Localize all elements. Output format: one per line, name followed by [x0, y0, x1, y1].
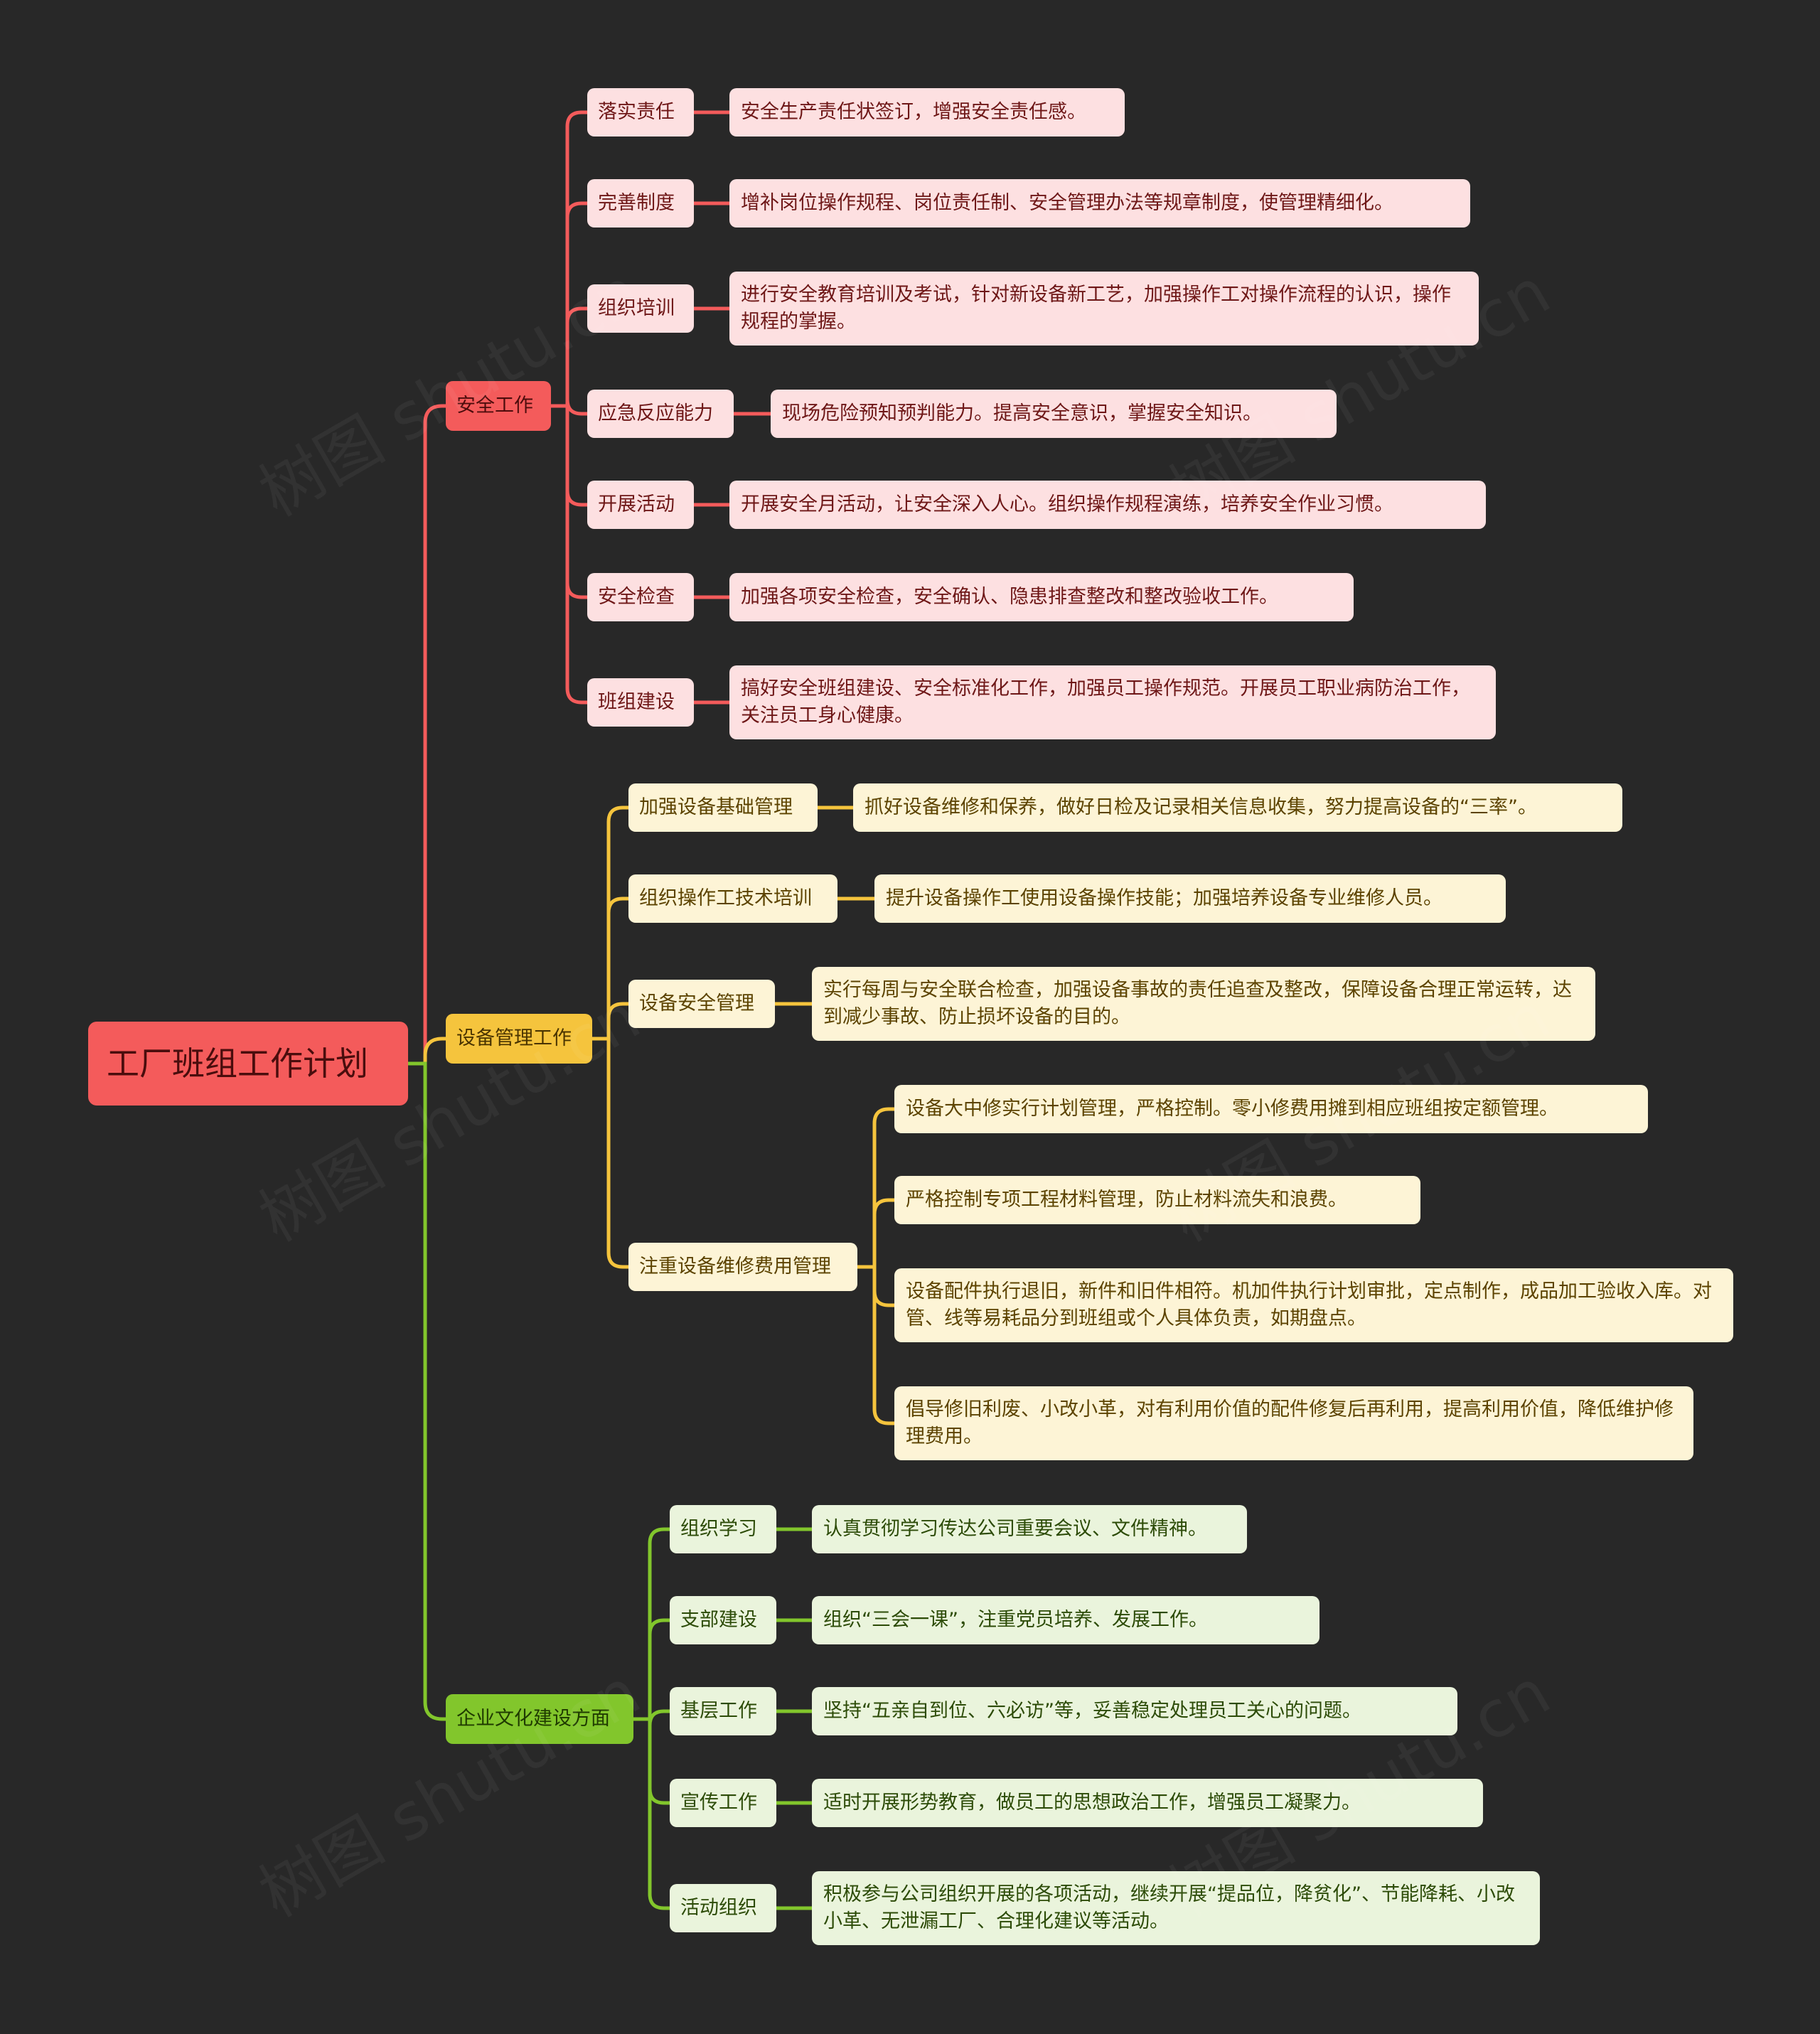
topic-3-5[interactable]: 活动组织	[670, 1884, 776, 1932]
branch-3-label: 企业文化建设方面	[456, 1708, 610, 1730]
detail-2-2-1-label: 提升设备操作工使用设备操作技能；加强培养设备专业维修人员。	[886, 887, 1442, 909]
topic-3-5-label: 活动组织	[680, 1897, 757, 1919]
detail-1-3-1: 进行安全教育培训及考试，针对新设备新工艺，加强操作工对操作流程的认识，操作规程的…	[729, 272, 1479, 346]
detail-2-1-1: 抓好设备维修和保养，做好日检及记录相关信息收集，努力提高设备的“三率”。	[853, 783, 1622, 832]
detail-3-5-1-label: 积极参与公司组织开展的各项活动，继续开展“提品位，降贫化”、节能降耗、小改小革、…	[823, 1883, 1515, 1932]
topic-3-3[interactable]: 基层工作	[670, 1687, 776, 1735]
branch-to-topic-2-2	[590, 896, 631, 1041]
topic-1-4-label: 应急反应能力	[598, 402, 713, 424]
detail-2-4-4-label: 倡导修旧利废、小改小革，对有利用价值的配件修复后再利用，提高利用价值，降低维护修…	[906, 1398, 1674, 1447]
branch-to-topic-2-3	[590, 1002, 631, 1041]
branch-to-topic-3-5	[631, 1717, 672, 1910]
detail-1-5-1: 开展安全月活动，让安全深入人心。组织操作规程演练，培养安全作业习惯。	[729, 481, 1486, 529]
branch-1[interactable]: 安全工作	[446, 381, 551, 431]
detail-2-4-3: 设备配件执行退旧，新件和旧件相符。机加件执行计划审批，定点制作，成品加工验收入库…	[894, 1268, 1733, 1342]
detail-1-6-1-label: 加强各项安全检查，安全确认、隐患排查整改和整改验收工作。	[741, 586, 1278, 608]
topic-1-3-label: 组织培训	[598, 297, 675, 319]
detail-1-7-1: 搞好安全班组建设、安全标准化工作，加强员工操作规范。开展员工职业病防治工作，关注…	[729, 665, 1496, 739]
detail-2-4-3-label: 设备配件执行退旧，新件和旧件相符。机加件执行计划审批，定点制作，成品加工验收入库…	[906, 1280, 1712, 1329]
branch-3[interactable]: 企业文化建设方面	[446, 1694, 633, 1744]
topic-1-1-label: 落实责任	[598, 101, 675, 123]
branch-to-topic-2-1	[590, 805, 631, 1041]
topic-3-2-label: 支部建设	[680, 1609, 757, 1631]
detail-3-5-1: 积极参与公司组织开展的各项活动，继续开展“提品位，降贫化”、节能降耗、小改小革、…	[812, 1871, 1540, 1945]
branch-to-topic-1-2	[549, 201, 589, 408]
topic-to-detail-2-4-2	[855, 1198, 896, 1269]
branch-1-label: 安全工作	[456, 395, 533, 417]
detail-3-2-1-label: 组织“三会一课”，注重党员培养、发展工作。	[823, 1609, 1208, 1631]
detail-1-4-1: 现场危险预知预判能力。提高安全意识，掌握安全知识。	[771, 390, 1337, 438]
topic-2-3[interactable]: 设备安全管理	[628, 980, 775, 1028]
detail-2-4-1-label: 设备大中修实行计划管理，严格控制。零小修费用摊到相应班组按定额管理。	[906, 1098, 1558, 1120]
branch-to-topic-3-2	[631, 1618, 672, 1721]
branch-to-topic-1-4	[549, 399, 589, 416]
branch-to-topic-3-1	[631, 1527, 672, 1721]
branch-to-topic-2-4	[590, 1037, 631, 1269]
branch-to-topic-1-3	[549, 306, 589, 408]
topic-1-2[interactable]: 完善制度	[587, 179, 694, 228]
detail-2-3-1: 实行每周与安全联合检查，加强设备事故的责任追查及整改，保障设备合理正常运转，达到…	[812, 967, 1595, 1041]
root-label: 工厂班组工作计划	[107, 1044, 368, 1083]
detail-1-6-1: 加强各项安全检查，安全确认、隐患排查整改和整改验收工作。	[729, 573, 1354, 621]
detail-3-4-1: 适时开展形势教育，做员工的思想政治工作，增强员工凝聚力。	[812, 1779, 1483, 1827]
branch-to-topic-1-1	[549, 110, 589, 408]
detail-1-7-1-label: 搞好安全班组建设、安全标准化工作，加强员工操作规范。开展员工职业病防治工作，关注…	[741, 678, 1470, 727]
detail-2-4-2: 严格控制专项工程材料管理，防止材料流失和浪费。	[894, 1176, 1420, 1224]
topic-1-7[interactable]: 班组建设	[587, 678, 694, 727]
topic-2-1-label: 加强设备基础管理	[639, 796, 793, 818]
branch-2-label: 设备管理工作	[456, 1027, 572, 1049]
root-to-branch-1	[406, 404, 448, 1066]
topic-1-7-label: 班组建设	[598, 691, 675, 713]
detail-1-1-1: 安全生产责任状签订，增强安全责任感。	[729, 88, 1125, 137]
topic-3-1-label: 组织学习	[680, 1518, 757, 1540]
detail-1-1-1-label: 安全生产责任状签订，增强安全责任感。	[741, 101, 1086, 123]
topic-1-5-label: 开展活动	[598, 493, 675, 515]
topic-1-1[interactable]: 落实责任	[587, 88, 694, 137]
detail-3-2-1: 组织“三会一课”，注重党员培养、发展工作。	[812, 1596, 1320, 1644]
branch-to-topic-1-7	[549, 404, 589, 705]
topic-3-2[interactable]: 支部建设	[670, 1596, 776, 1644]
detail-1-5-1-label: 开展安全月活动，让安全深入人心。组织操作规程演练，培养安全作业习惯。	[741, 493, 1393, 515]
detail-1-4-1-label: 现场危险预知预判能力。提高安全意识，掌握安全知识。	[782, 402, 1262, 424]
detail-1-3-1-label: 进行安全教育培训及考试，针对新设备新工艺，加强操作工对操作流程的认识，操作规程的…	[741, 284, 1451, 333]
detail-1-2-1-label: 增补岗位操作规程、岗位责任制、安全管理办法等规章制度，使管理精细化。	[741, 192, 1393, 214]
topic-1-3[interactable]: 组织培训	[587, 284, 694, 333]
topic-3-4[interactable]: 宣传工作	[670, 1779, 776, 1827]
topic-to-detail-2-4-1	[855, 1107, 896, 1269]
detail-3-1-1: 认真贯彻学习传达公司重要会议、文件精神。	[812, 1505, 1247, 1553]
topic-3-1[interactable]: 组织学习	[670, 1505, 776, 1553]
topic-to-detail-2-4-4	[855, 1265, 896, 1425]
root-node[interactable]: 工厂班组工作计划	[88, 1022, 408, 1106]
topic-1-4[interactable]: 应急反应能力	[587, 390, 734, 438]
topic-2-1[interactable]: 加强设备基础管理	[628, 783, 818, 832]
root-to-branch-3	[406, 1061, 448, 1721]
topic-1-6[interactable]: 安全检查	[587, 573, 694, 621]
detail-2-4-1: 设备大中修实行计划管理，严格控制。零小修费用摊到相应班组按定额管理。	[894, 1085, 1648, 1133]
detail-2-3-1-label: 实行每周与安全联合检查，加强设备事故的责任追查及整改，保障设备合理正常运转，达到…	[823, 979, 1572, 1028]
detail-2-2-1: 提升设备操作工使用设备操作技能；加强培养设备专业维修人员。	[874, 874, 1506, 923]
detail-2-1-1-label: 抓好设备维修和保养，做好日检及记录相关信息收集，努力提高设备的“三率”。	[864, 796, 1537, 818]
topic-3-4-label: 宣传工作	[680, 1792, 757, 1814]
detail-3-4-1-label: 适时开展形势教育，做员工的思想政治工作，增强员工凝聚力。	[823, 1792, 1361, 1814]
topic-2-2-label: 组织操作工技术培训	[639, 887, 812, 909]
branch-2[interactable]: 设备管理工作	[446, 1014, 592, 1064]
detail-3-3-1: 坚持“五亲自到位、六必访”等，妥善稳定处理员工关心的问题。	[812, 1687, 1457, 1735]
topic-2-4[interactable]: 注重设备维修费用管理	[628, 1243, 857, 1291]
topic-1-5[interactable]: 开展活动	[587, 481, 694, 529]
topic-1-6-label: 安全检查	[598, 586, 675, 608]
topic-2-4-label: 注重设备维修费用管理	[639, 1256, 831, 1278]
detail-2-4-2-label: 严格控制专项工程材料管理，防止材料流失和浪费。	[906, 1189, 1347, 1211]
detail-2-4-4: 倡导修旧利废、小改小革，对有利用价值的配件修复后再利用，提高利用价值，降低维护修…	[894, 1386, 1693, 1460]
topic-3-3-label: 基层工作	[680, 1700, 757, 1722]
topic-1-2-label: 完善制度	[598, 192, 675, 214]
topic-2-2[interactable]: 组织操作工技术培训	[628, 874, 837, 923]
detail-3-3-1-label: 坚持“五亲自到位、六必访”等，妥善稳定处理员工关心的问题。	[823, 1700, 1361, 1722]
topic-2-3-label: 设备安全管理	[639, 992, 754, 1015]
detail-3-1-1-label: 认真贯彻学习传达公司重要会议、文件精神。	[823, 1518, 1207, 1540]
root-to-branch-2	[406, 1037, 448, 1066]
detail-1-2-1: 增补岗位操作规程、岗位责任制、安全管理办法等规章制度，使管理精细化。	[729, 179, 1470, 228]
